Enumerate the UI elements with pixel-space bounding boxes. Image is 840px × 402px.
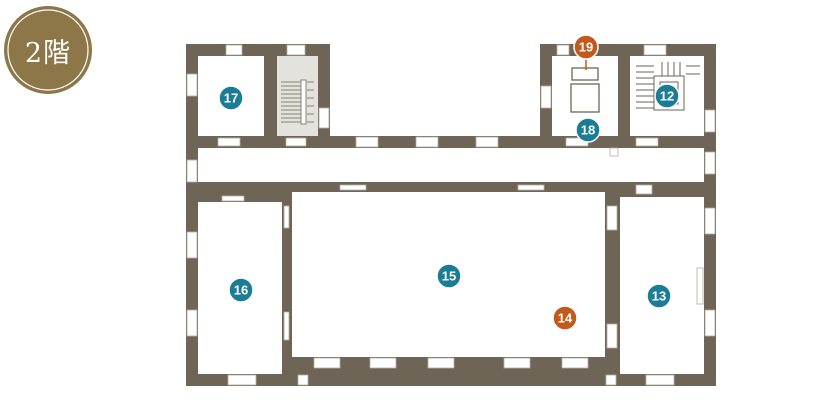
marker-14-circle [552, 305, 578, 331]
windows [186, 44, 716, 386]
marker-17-circle [218, 85, 244, 111]
stair-left [277, 56, 318, 136]
building-walls [186, 44, 716, 386]
marker-18-circle [575, 117, 601, 143]
marker-14[interactable]: 14 [552, 305, 578, 331]
floor-badge-circle [4, 6, 92, 94]
marker-14-label: 14 [558, 311, 573, 326]
marker-13-circle [646, 283, 672, 309]
marker-16-label: 16 [234, 283, 248, 298]
marker-18-label: 18 [581, 123, 595, 138]
marker-13-label: 13 [652, 289, 666, 304]
marker-12[interactable]: 12 [654, 83, 680, 109]
marker-17-label: 17 [224, 91, 238, 106]
marker-16[interactable]: 16 [228, 277, 254, 303]
marker-15[interactable]: 15 [436, 263, 462, 289]
marker-19-label: 19 [579, 40, 593, 55]
marker-13[interactable]: 13 [646, 283, 672, 309]
marker-12-circle [654, 83, 680, 109]
floor-label: 2階 [24, 37, 72, 69]
marker-17[interactable]: 17 [218, 85, 244, 111]
marker-12-label: 12 [660, 89, 674, 104]
marker-15-label: 15 [442, 269, 456, 284]
marker-19[interactable]: 19 [573, 34, 599, 60]
marker-19-circle [573, 34, 599, 60]
marker-15-circle [436, 263, 462, 289]
elevator-box [570, 83, 600, 113]
marker-18[interactable]: 18 [575, 117, 601, 143]
markers: 12 13 14 15 16 17 18 19 [218, 34, 680, 331]
marker-16-circle [228, 277, 254, 303]
service-box [571, 67, 599, 81]
floor-badge: 2階 [3, 5, 93, 95]
